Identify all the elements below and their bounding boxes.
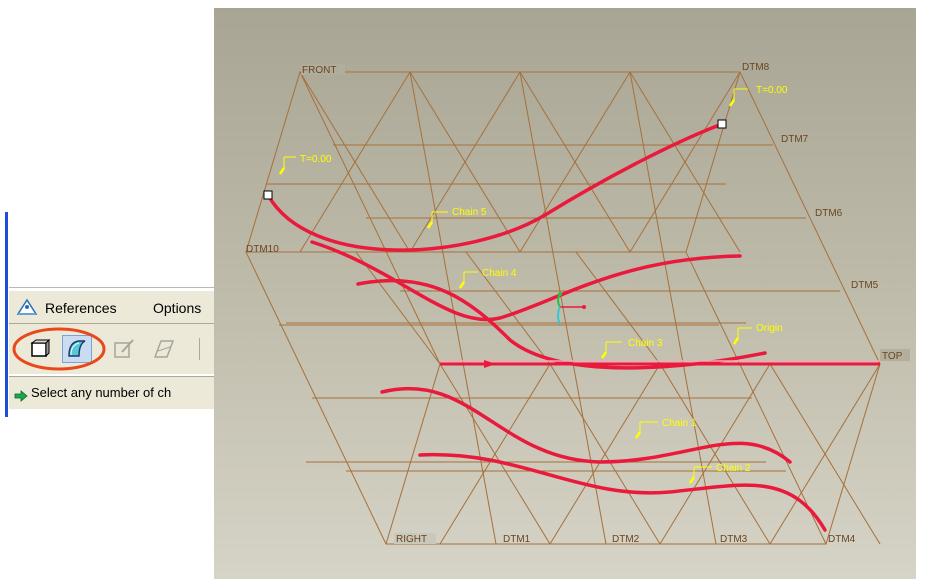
solid-button[interactable] (28, 337, 52, 361)
message-bar: Select any number of ch (9, 376, 214, 409)
chain-1-label: Chain 1 (662, 418, 697, 429)
annotation-labels: T=0.00 T=0.00 Chain 5 Chain 4 Chain 3 Or… (300, 85, 788, 474)
chain-5-start-point[interactable] (263, 190, 273, 200)
datum-label-dtm4: DTM4 (828, 534, 856, 545)
references-icon[interactable] (15, 297, 39, 321)
surface-button[interactable] (62, 335, 92, 363)
t-label-start: T=0.00 (300, 154, 332, 165)
origin-label: Origin (756, 323, 783, 334)
sketch-plane-icon (153, 340, 175, 358)
datum-label-dtm7: DTM7 (781, 134, 809, 145)
chain-2-label: Chain 2 (716, 463, 751, 474)
datum-label-dtm5: DTM5 (851, 280, 879, 291)
solid-box-icon (30, 338, 51, 358)
chain-1-curve[interactable] (380, 386, 792, 464)
direction-arrow-icon (484, 360, 496, 368)
options-menu[interactable]: Options (153, 300, 202, 316)
datum-label-dtm10: DTM10 (246, 244, 279, 255)
top-plane-edge (440, 360, 880, 368)
feature-dashboard: References Options Select any number of … (0, 0, 214, 579)
surface-icon (68, 340, 86, 357)
dashboard-blank-area (9, 212, 214, 288)
prompt-arrow-icon (14, 387, 28, 406)
csys-origin (557, 292, 586, 325)
toolbar-separator (199, 338, 200, 360)
chain-5-curve[interactable] (266, 122, 724, 252)
chain-5-end-point[interactable] (717, 119, 727, 129)
datum-label-front: FRONT (302, 65, 336, 76)
highlight-ellipse (12, 327, 106, 371)
datum-label-dtm8: DTM8 (742, 62, 770, 73)
chain-3-label: Chain 3 (628, 338, 663, 349)
dashboard-menu-bar: References Options (9, 290, 214, 324)
datum-label-top: TOP (882, 351, 903, 362)
model-graphics[interactable]: FRONT TOP RIGHT DTM1 DTM2 DTM3 DTM4 DTM5… (214, 8, 916, 579)
panel-edge (5, 212, 8, 417)
t-label-end: T=0.00 (756, 85, 788, 96)
references-menu[interactable]: References (45, 300, 117, 316)
annotation-leaders (278, 88, 752, 484)
datum-label-dtm2: DTM2 (612, 534, 640, 545)
tool-strip (9, 324, 214, 374)
chain-4-curve[interactable] (310, 240, 742, 322)
datum-labels: FRONT TOP RIGHT DTM1 DTM2 DTM3 DTM4 DTM5… (246, 62, 910, 545)
datum-label-right: RIGHT (396, 534, 427, 545)
datum-label-dtm3: DTM3 (720, 534, 748, 545)
chain-4-label: Chain 4 (482, 268, 517, 279)
datum-label-dtm6: DTM6 (815, 208, 843, 219)
chain-2-curve[interactable] (418, 452, 827, 532)
graphics-viewport[interactable]: FRONT TOP RIGHT DTM1 DTM2 DTM3 DTM4 DTM5… (214, 8, 916, 579)
sketch-plane-button[interactable] (152, 337, 176, 361)
edit-sketch-icon (114, 339, 134, 358)
chain-5-label: Chain 5 (452, 207, 487, 218)
datum-label-dtm1: DTM1 (503, 534, 531, 545)
edit-sketch-button[interactable] (112, 337, 136, 361)
status-message: Select any number of ch (31, 385, 172, 400)
